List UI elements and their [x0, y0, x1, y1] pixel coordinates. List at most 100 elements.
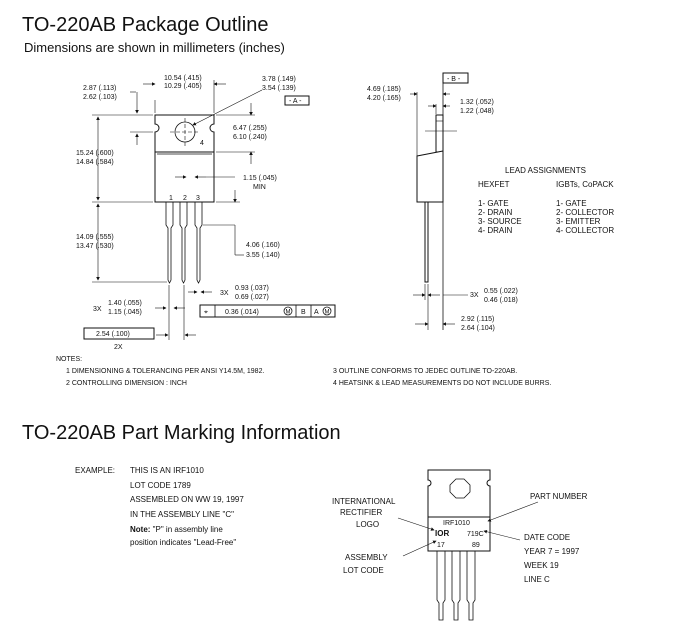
- outline-side-dims-offset-max: 2.92 (.115): [461, 316, 494, 323]
- outline-front-dims-pitch: 2.54 (.100): [96, 331, 130, 338]
- position-symbol-icon: ⌖: [204, 309, 208, 316]
- outline-side-dims-lead-t-qty: 3X: [470, 292, 479, 299]
- outline-front-dims-hole-max: 3.78 (.149): [262, 76, 296, 83]
- outline-front-dims-tol-a: A: [314, 309, 319, 316]
- outline-lead-assignments-hexfet-header: HEXFET: [478, 180, 510, 189]
- outline-front-dims-height-max: 15.24 (.600): [76, 150, 114, 157]
- pitch-box: [83, 327, 155, 340]
- outline-front-dims-lead-len-max: 14.09 (.555): [76, 234, 114, 241]
- outline-lead-assignments-hexfet-1: 2- DRAIN: [478, 208, 512, 217]
- marked-package-drawing: IRF1010 IOR 719C 17 89: [397, 469, 539, 621]
- outline-front-dims-width-min: 10.29 (.405): [164, 83, 202, 90]
- marking-lot-a: 17: [437, 542, 445, 549]
- outline-side-dims-offset-min: 2.64 (.104): [461, 325, 495, 332]
- outline-front-dims-shoulder-max: 4.06 (.160): [246, 242, 280, 249]
- ir-logo: IOR: [435, 529, 449, 538]
- marking-assembly-label-1: LOT CODE: [343, 566, 384, 575]
- marking-ir-label-2: LOGO: [356, 520, 379, 529]
- outline-front-dims-hole-min: 3.54 (.139): [262, 85, 296, 92]
- outline-front-dims-lead-gap: 1.15 (.045): [243, 175, 277, 182]
- outline-front-dims-pin1: 1: [169, 195, 173, 202]
- leads-marked: [436, 551, 476, 621]
- notes: NOTES: 1 DIMENSIONING & TOLERANCING PER …: [56, 356, 551, 387]
- outline-front-dims-tabh-min: 6.10 (.240): [233, 134, 267, 141]
- marking-part-number-label: PART NUMBER: [530, 492, 588, 501]
- outline-front-dims-shoulder-min: 3.55 (.140): [246, 252, 280, 259]
- outline-subtitle: Dimensions are shown in millimeters (inc…: [24, 40, 285, 55]
- svg-text:Note: "P" in assembly line: Note: "P" in assembly line: [130, 525, 223, 534]
- outline-front-dims-pin3: 3: [196, 195, 200, 202]
- outline-side-dims-datum-b: - B -: [447, 76, 461, 83]
- marking-example-lines-2: ASSEMBLED ON WW 19, 1997: [130, 495, 244, 504]
- outline-front-dims-width-max: 10.54 (.415): [164, 75, 202, 82]
- marking-assembly-label-0: ASSEMBLY: [345, 553, 388, 562]
- outline-front-dims-lead-w-qty: 3X: [220, 290, 229, 297]
- outline-side-dims-tab-t-min: 1.22 (.048): [460, 108, 494, 115]
- tolerance-frame: ⌖ 0.36 (.014) M B A M: [199, 304, 336, 318]
- outline-front-dims-tab-min: 2.62 (.103): [83, 94, 117, 101]
- lead-assignments: LEAD ASSIGNMENTS HEXFET IGBTs, CoPACK 1-…: [478, 166, 614, 235]
- outline-front-dims-tab-max: 2.87 (.113): [83, 85, 116, 92]
- outline-front-dims-lead-len-min: 13.47 (.530): [76, 243, 114, 250]
- outline-front-dims-lead-gap-note: MIN: [253, 184, 266, 191]
- outline-front-dims-tol-m: M: [286, 310, 291, 316]
- marking-example-label: EXAMPLE:: [75, 466, 115, 475]
- front-view-dimensions: 10.54 (.415) 10.29 (.405) 2.87 (.113) 2.…: [76, 75, 336, 351]
- outline-side-dims-lead-t-max: 0.55 (.022): [484, 288, 518, 295]
- outline-front-dims-pin2: 2: [183, 195, 187, 202]
- outline-front-dims-lead-w-max: 0.93 (.037): [235, 285, 269, 292]
- leads-front: [165, 202, 203, 284]
- outline-side-dims-lead-t-min: 0.46 (.018): [484, 297, 518, 304]
- marking-part-number-text: IRF1010: [443, 520, 470, 527]
- outline-lead-assignments-igbt-3: 4- COLLECTOR: [556, 226, 614, 235]
- datum-a-box: [284, 95, 310, 106]
- side-view-drawing: - B -: [410, 72, 469, 330]
- outline-side-dims-thick-min: 4.20 (.165): [367, 95, 401, 102]
- outline-lead-assignments-igbt-1: 2- COLLECTOR: [556, 208, 614, 217]
- marking-ir-label-1: RECTIFIER: [340, 508, 382, 517]
- outline-side-dims-thick-max: 4.69 (.185): [367, 86, 401, 93]
- front-view-drawing: [92, 80, 263, 340]
- outline-front-dims-tol-value: 0.36 (.014): [225, 309, 259, 316]
- outline-lead-assignments-igbt-0: 1- GATE: [556, 199, 587, 208]
- marking-labels: INTERNATIONAL RECTIFIER LOGO ASSEMBLY LO…: [332, 492, 588, 584]
- marking-example: EXAMPLE: THIS IS AN IRF1010 LOT CODE 178…: [75, 466, 244, 547]
- marking-title: TO-220AB Part Marking Information: [22, 422, 341, 444]
- outline-front-dims-tab-label: 4: [200, 140, 204, 147]
- marking-ir-label-0: INTERNATIONAL: [332, 497, 396, 506]
- outline-front-dims-pitch-qty: 2X: [114, 344, 123, 351]
- marking-example-lines-1: LOT CODE 1789: [130, 481, 191, 490]
- outline-front-dims-tol-m: M: [325, 310, 330, 316]
- marking-example-lines-0: THIS IS AN IRF1010: [130, 466, 204, 475]
- outline-side-dims-tab-t-max: 1.32 (.052): [460, 99, 494, 106]
- outline-lead-assignments-igbt-2: 3- EMITTER: [556, 217, 601, 226]
- outline-front-dims-shoulder-w-max: 1.40 (.055): [108, 300, 142, 307]
- marking-note-line1: "P" in assembly line: [150, 525, 223, 534]
- datum-b-box: [442, 72, 469, 84]
- outline-title: TO-220AB Package Outline: [22, 14, 268, 36]
- marking-note-line2: position indicates "Lead-Free": [130, 538, 236, 547]
- marking-example-lines-3: IN THE ASSEMBLY LINE "C": [130, 510, 234, 519]
- outline-lead-assignments-title: LEAD ASSIGNMENTS: [505, 166, 586, 175]
- outline-front-dims-lead-w-min: 0.69 (.027): [235, 294, 269, 301]
- outline-notes-items-1: 2 CONTROLLING DIMENSION : INCH: [66, 380, 187, 387]
- marking-date-text: 719C: [467, 531, 484, 538]
- outline-front-dims-tabh-max: 6.47 (.255): [233, 125, 267, 132]
- outline-front-dims-datum-a: - A -: [289, 98, 302, 105]
- marking-note-bold: Note:: [130, 525, 150, 534]
- outline-lead-assignments-hexfet-2: 3- SOURCE: [478, 217, 522, 226]
- outline-front-dims-tol-b: B: [301, 309, 306, 316]
- outline-notes-items-2: 3 OUTLINE CONFORMS TO JEDEC OUTLINE TO-2…: [333, 368, 517, 375]
- marking-date-label-1: YEAR 7 = 1997: [524, 547, 580, 556]
- outline-notes-label: NOTES:: [56, 356, 82, 363]
- marking-date-label-3: LINE C: [524, 575, 550, 584]
- marking-date-label-2: WEEK 19: [524, 561, 559, 570]
- outline-front-dims-height-min: 14.84 (.584): [76, 159, 114, 166]
- side-view-dimensions: 4.69 (.185) 4.20 (.165) 1.32 (.052) 1.22…: [367, 86, 518, 332]
- outline-notes-items-0: 1 DIMENSIONING & TOLERANCING PER ANSI Y1…: [66, 368, 264, 375]
- marking-date-label-0: DATE CODE: [524, 533, 570, 542]
- marking-lot-b: 89: [472, 542, 480, 549]
- outline-front-dims-shoulder-w-qty: 3X: [93, 306, 102, 313]
- outline-lead-assignments-igbt-header: IGBTs, CoPACK: [556, 180, 614, 189]
